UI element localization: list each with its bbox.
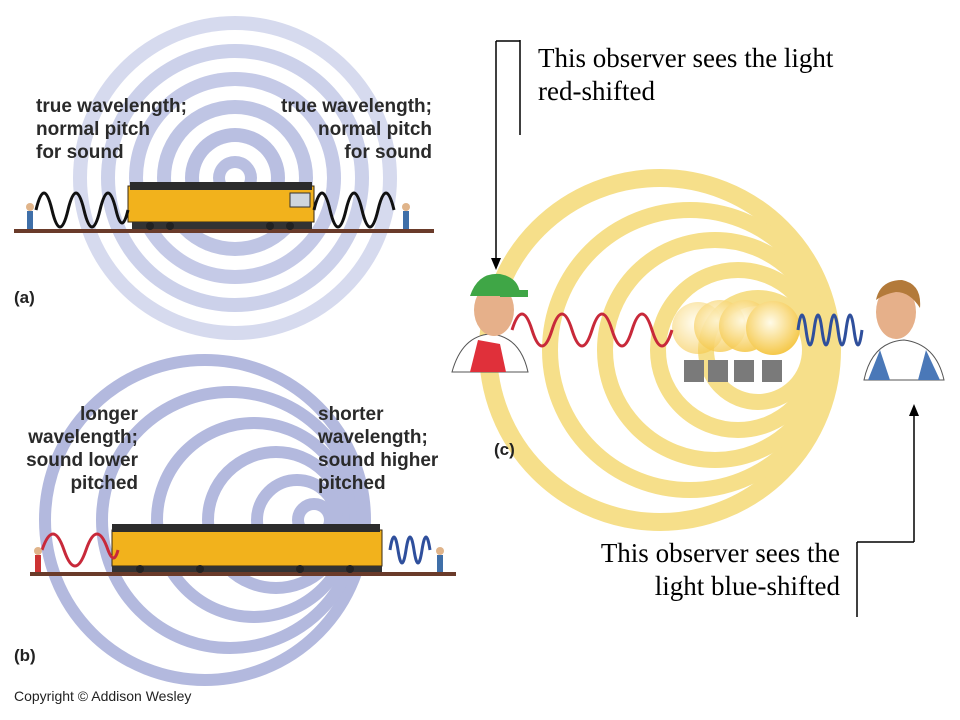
panel-c-right-observer (863, 280, 945, 381)
panel-b-red-wave (40, 532, 120, 568)
top-annotation: This observer sees the light red-shifted (538, 43, 834, 106)
panel-a-track (14, 229, 434, 233)
panel-a-left-observer (26, 203, 34, 229)
top-annotation-pointer (491, 40, 521, 270)
panel-b-right-label: shorter wavelength; sound higher pitched (318, 404, 439, 494)
panel-a-left-wave (34, 191, 130, 229)
panel-c-red-wave (510, 312, 674, 348)
bottom-annotation: This observer sees the light blue-shifte… (600, 538, 840, 601)
panel-a-sound-waves (73, 16, 397, 340)
panel-b-left-label: longer wavelength; sound lower pitched (26, 404, 138, 494)
panel-a-letter: (a) (14, 288, 35, 307)
panel-b-left-observer (34, 547, 42, 572)
panel-a-left-label: true wavelength; normal pitch for sound (36, 96, 187, 163)
panel-a-train (127, 182, 315, 230)
panel-b-blue-wave (388, 535, 432, 565)
panel-c-light-bulbs (672, 300, 800, 382)
panel-b-right-observer (436, 547, 444, 572)
panel-a-right-observer (402, 203, 410, 229)
panel-b-letter: (b) (14, 646, 36, 665)
panel-c-left-observer (451, 273, 529, 373)
panel-a-right-wave (312, 191, 396, 229)
panel-b-train (111, 524, 383, 573)
panel-c-blue-wave (796, 313, 864, 347)
panel-a-right-label: true wavelength; normal pitch for sound (281, 96, 432, 163)
bottom-annotation-pointer (856, 404, 919, 617)
panel-b-track (30, 572, 456, 576)
copyright-notice: Copyright © Addison Wesley (14, 688, 192, 704)
panel-c-letter: (c) (494, 440, 515, 459)
